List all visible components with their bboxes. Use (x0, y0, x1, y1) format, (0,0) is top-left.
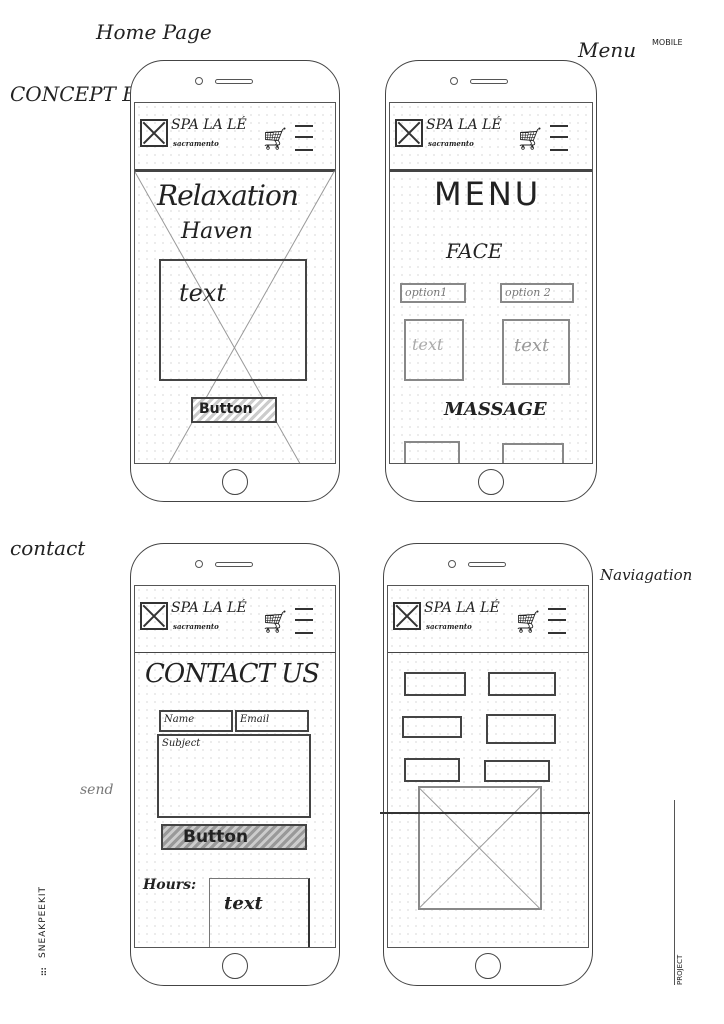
contact-title: CONTACT US (145, 659, 320, 689)
nav-item[interactable] (484, 760, 550, 782)
brand-subtitle: sacramento (428, 139, 474, 148)
speaker-icon (215, 562, 253, 567)
name-input[interactable]: Name (159, 710, 233, 732)
brand-name: SPA LA LÉ (171, 600, 247, 616)
header: SPA LA LÉ sacramento 🛒︎ (388, 586, 588, 653)
home-screen: SPA LA LÉ sacramento 🛒︎ Relaxation Haven… (134, 102, 336, 464)
nav-item[interactable] (402, 716, 462, 738)
text-placeholder: text (412, 335, 444, 354)
send-button-label: Button (183, 827, 249, 847)
image-placeholder (418, 786, 542, 910)
phone-menu: SPA LA LÉ sacramento 🛒︎ MENU FACE option… (385, 60, 597, 502)
menu-screen: SPA LA LÉ sacramento 🛒︎ MENU FACE option… (389, 102, 593, 464)
project-divider (674, 800, 675, 985)
email-placeholder: Email (240, 714, 270, 725)
brand-subtitle: sacramento (173, 139, 219, 148)
brand-subtitle: sacramento (173, 622, 219, 631)
brand-name: SPA LA LÉ (171, 117, 247, 133)
cart-icon[interactable]: 🛒︎ (261, 127, 289, 152)
camera-icon (195, 560, 203, 568)
hours-label: Hours: (143, 877, 197, 893)
hamburger-menu-icon[interactable] (550, 125, 568, 151)
image-placeholder-line (419, 788, 541, 909)
hours-box: text (209, 878, 310, 947)
massage-card-2 (502, 443, 564, 463)
camera-icon (195, 77, 203, 85)
phone-contact: SPA LA LÉ sacramento 🛒︎ CONTACT US Name … (130, 543, 340, 986)
send-button[interactable]: Button (161, 824, 307, 850)
annotation-send: send (80, 782, 114, 798)
option2-label: option 2 (505, 286, 551, 299)
logo-placeholder-icon (140, 602, 168, 630)
phone-navigation: SPA LA LÉ sacramento 🛒︎ (383, 543, 593, 986)
text-placeholder: text (514, 335, 550, 356)
annotation-concept: CONCEPT B (10, 82, 137, 106)
divider-line (380, 812, 590, 814)
home-button (222, 469, 248, 495)
home-button (478, 469, 504, 495)
option1-label: option1 (405, 286, 448, 299)
header: SPA LA LÉ sacramento 🛒︎ (135, 103, 335, 172)
annotation-home-page: Home Page (96, 20, 212, 44)
name-placeholder: Name (164, 714, 195, 725)
email-input[interactable]: Email (235, 710, 309, 732)
header: SPA LA LÉ sacramento 🛒︎ (390, 103, 592, 172)
text-card-2: text (502, 319, 570, 385)
subject-textarea[interactable]: Subject (157, 734, 311, 818)
annotation-contact: contact (10, 536, 86, 560)
hamburger-menu-icon[interactable] (295, 125, 313, 151)
speaker-icon (468, 562, 506, 567)
brand-name: SPA LA LÉ (424, 600, 500, 616)
brand-name: SPA LA LÉ (426, 117, 502, 133)
logo-placeholder-icon (393, 602, 421, 630)
nav-item[interactable] (404, 758, 460, 782)
option1-button[interactable]: option1 (400, 283, 466, 303)
annotation-mobile: MOBILE (652, 38, 683, 47)
speaker-icon (470, 79, 508, 84)
camera-icon (450, 77, 458, 85)
contact-screen: SPA LA LÉ sacramento 🛒︎ CONTACT US Name … (134, 585, 336, 948)
hero-title-line1: Relaxation (157, 179, 299, 212)
speaker-icon (215, 79, 253, 84)
hamburger-menu-icon[interactable] (295, 608, 313, 634)
section-massage: MASSAGE (444, 399, 547, 420)
nav-item[interactable] (404, 672, 466, 696)
cart-icon[interactable]: 🛒︎ (516, 127, 544, 152)
cta-button-label: Button (199, 401, 253, 417)
subject-placeholder: Subject (162, 738, 201, 749)
menu-title: MENU (434, 175, 542, 213)
camera-icon (448, 560, 456, 568)
cta-button[interactable]: Button (191, 397, 277, 423)
home-button (475, 953, 501, 979)
cart-icon[interactable]: 🛒︎ (261, 610, 289, 635)
text-box: text (159, 259, 307, 381)
header: SPA LA LÉ sacramento 🛒︎ (135, 586, 335, 653)
text-placeholder: text (179, 279, 227, 307)
cart-icon[interactable]: 🛒︎ (514, 610, 542, 635)
logo-placeholder-icon (395, 119, 423, 147)
hero-title-line2: Haven (181, 219, 253, 244)
sneakpeekit-logo: SNEAKPEEKIT (38, 885, 48, 958)
hamburger-menu-icon[interactable] (548, 608, 566, 634)
text-card-1: text (404, 319, 464, 381)
option2-button[interactable]: option 2 (500, 283, 574, 303)
brand-subtitle: sacramento (426, 622, 472, 631)
grid-icon: ⠿ (40, 968, 48, 979)
navigation-screen: SPA LA LÉ sacramento 🛒︎ (387, 585, 589, 948)
massage-card-1 (404, 441, 460, 463)
hours-text: text (224, 893, 263, 914)
nav-item[interactable] (488, 672, 556, 696)
annotation-navigation: Naviagation (600, 566, 693, 584)
logo-placeholder-icon (140, 119, 168, 147)
home-button (222, 953, 248, 979)
phone-home: SPA LA LÉ sacramento 🛒︎ Relaxation Haven… (130, 60, 340, 502)
section-face: FACE (446, 239, 503, 263)
project-label: PROJECT (676, 954, 684, 985)
annotation-menu: Menu (578, 38, 637, 62)
nav-item[interactable] (486, 714, 556, 744)
